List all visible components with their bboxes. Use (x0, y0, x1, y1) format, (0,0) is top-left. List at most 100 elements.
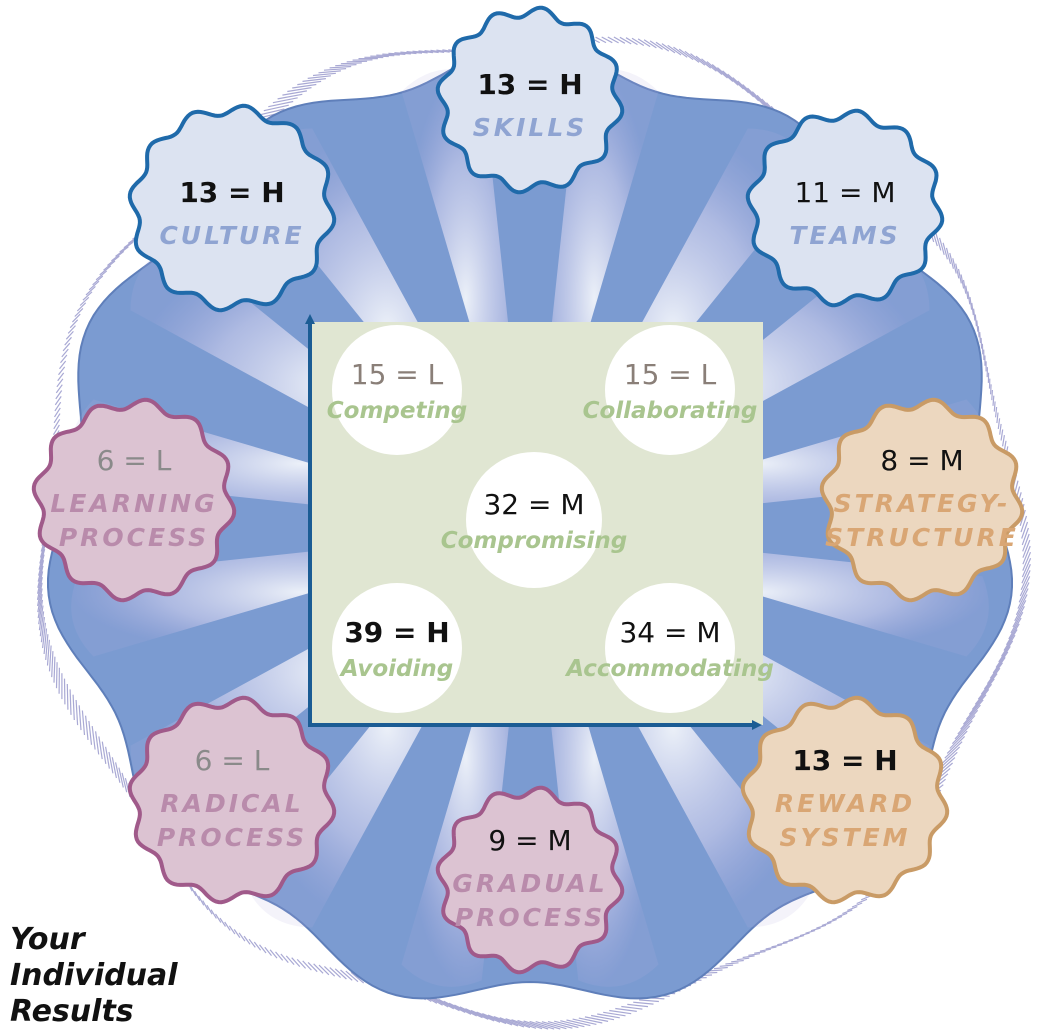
hatch-stroke (81, 710, 86, 736)
hatch-stroke (1019, 576, 1031, 597)
hatch-stroke (980, 673, 998, 695)
hatch-stroke (190, 885, 197, 897)
hatch-stroke (706, 61, 723, 76)
hatch-stroke (75, 699, 79, 726)
hatch-stroke (962, 279, 967, 294)
hatch-stroke (742, 955, 755, 959)
hatch-stroke (111, 757, 117, 779)
hatch-stroke (72, 694, 75, 721)
hatch-stroke (782, 939, 794, 944)
hatch-stroke (67, 325, 76, 334)
hatch-stroke (263, 104, 289, 112)
hatch-stroke (108, 751, 114, 774)
hatch-stroke (340, 969, 353, 981)
hatch-stroke (754, 950, 766, 954)
hatch-stroke (974, 314, 977, 327)
hatch-stroke (523, 1020, 549, 1030)
hatch-stroke (631, 37, 645, 47)
hatch-stroke (38, 554, 45, 576)
hatch-stroke (979, 332, 981, 344)
style-avoiding-circle (332, 583, 462, 713)
hatch-stroke (98, 736, 103, 760)
hatch-stroke (960, 274, 965, 289)
hatch-stroke (282, 90, 308, 96)
hatch-stroke (995, 646, 1011, 668)
circle-strategy-structure-shape (819, 397, 1025, 603)
hatch-stroke (967, 291, 971, 305)
hatch-stroke (615, 1007, 637, 1012)
hatch-stroke (345, 970, 359, 983)
hatch-stroke (633, 1001, 654, 1005)
caption-line-3: Results (10, 994, 134, 1029)
hatch-stroke (269, 949, 278, 959)
hatch-stroke (61, 348, 69, 358)
hatch-stroke (476, 1011, 501, 1023)
hatch-stroke (36, 576, 43, 601)
hatch-stroke (350, 971, 365, 984)
hatch-stroke (272, 97, 298, 104)
hatch-stroke (965, 285, 969, 300)
hatch-stroke (771, 944, 783, 948)
hatch-stroke (323, 965, 336, 977)
hatch-stroke (639, 999, 659, 1003)
hatch-stroke (1021, 564, 1031, 584)
hatch-stroke (493, 1015, 519, 1027)
hatch-stroke (971, 689, 990, 710)
circle-culture-shape (127, 103, 337, 313)
hatch-stroke (74, 307, 84, 317)
hatch-stroke (856, 898, 868, 905)
teams-score: 11 = M (794, 176, 895, 209)
hatch-stroke (275, 951, 284, 961)
culture-label: CULTURE (159, 221, 304, 250)
hatch-stroke (572, 1018, 597, 1025)
hatch-stroke (788, 937, 799, 941)
hatch-stroke (1019, 509, 1026, 526)
hatch-stroke (1010, 611, 1024, 634)
hatch-stroke (977, 326, 980, 338)
hatch-stroke (335, 64, 357, 67)
hatch-stroke (65, 330, 74, 340)
hatch-stroke (547, 1021, 573, 1029)
hatch-stroke (82, 291, 93, 301)
hatch-stroke (307, 961, 318, 973)
hatch-stroke (436, 49, 450, 53)
hatch-stroke (302, 78, 326, 82)
hatch-stroke (118, 767, 124, 788)
hatch-stroke (960, 709, 979, 730)
hatch-stroke (91, 726, 96, 750)
style-competing-circle (332, 325, 462, 455)
hatch-stroke (597, 1013, 620, 1019)
hatch-stroke (560, 1020, 585, 1028)
hatch-stroke (79, 296, 90, 306)
hatch-stroke (673, 46, 688, 58)
hatch-stroke (51, 651, 54, 678)
hatch-stroke (1003, 629, 1018, 651)
hatch-stroke (747, 87, 765, 106)
hatch-stroke (999, 423, 1002, 435)
hatch-stroke (1020, 570, 1031, 590)
hatch-stroke (394, 52, 411, 55)
hatch-stroke (55, 390, 63, 400)
hatch-stroke (748, 953, 761, 956)
hatch-stroke (99, 265, 112, 276)
hatch-stroke (1017, 588, 1029, 609)
hatch-stroke (71, 313, 81, 323)
hatch-stroke (37, 571, 44, 594)
hatch-stroke (684, 50, 700, 63)
hatch-stroke (224, 921, 231, 931)
caption-line-1: Your (10, 922, 85, 957)
hatch-stroke (264, 946, 272, 956)
teams-label: TEAMS (789, 221, 900, 250)
hatch-stroke (78, 705, 82, 731)
hatch-stroke (667, 44, 682, 56)
hatch-stroke (847, 906, 858, 911)
hatch-stroke (997, 418, 1001, 429)
hatch-stroke (115, 246, 129, 257)
hatch-stroke (816, 924, 827, 929)
hatch-stroke (732, 77, 750, 94)
circle-teams: 11 = M TEAMS (745, 108, 945, 308)
hatch-stroke (993, 401, 996, 412)
